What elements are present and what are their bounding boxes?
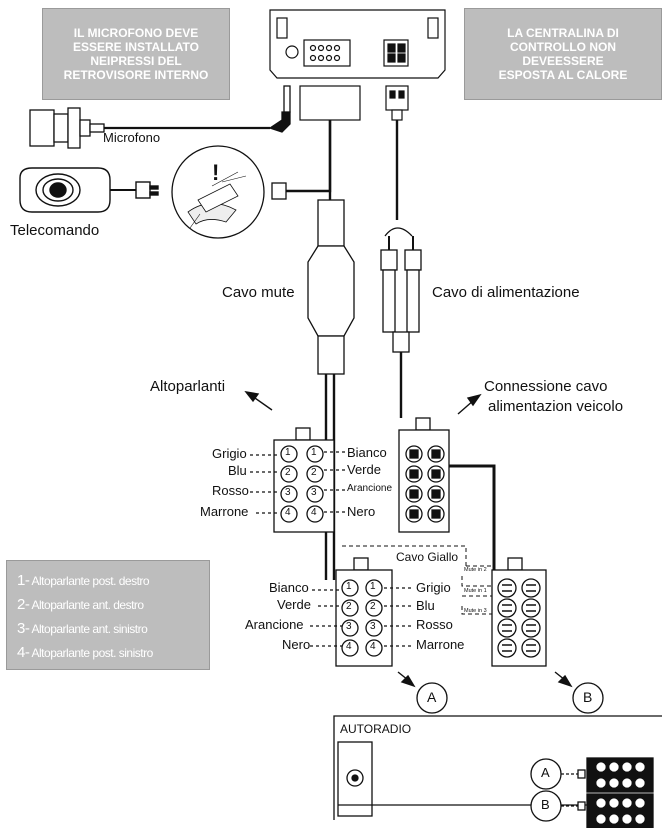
mute-cable xyxy=(307,120,355,580)
speaker-pin-4a: 4 xyxy=(285,507,291,518)
radio-left-1: Bianco xyxy=(269,580,309,595)
legend-item: 2- Altoparlante ant. destro xyxy=(17,596,144,613)
radio-pin-3b: 3 xyxy=(370,621,376,632)
autoradio-label: AUTORADIO xyxy=(340,722,412,736)
radio-right-2: Blu xyxy=(416,598,435,613)
radio-pin-1a: 1 xyxy=(346,581,352,592)
legend-item: 3- Altoparlante ant. sinistro xyxy=(17,620,148,637)
speaker-right-1: Bianco xyxy=(347,445,387,460)
vehicle-connection-label-1: Connessione cavo xyxy=(484,378,608,395)
speaker-left-2: Blu xyxy=(228,463,247,478)
control-unit xyxy=(269,9,446,79)
remote-control-label: Telecomando xyxy=(10,222,100,239)
mute-in-1-label: Mute in 1 xyxy=(464,588,487,594)
speaker-left-1: Grigio xyxy=(212,446,247,461)
microphone-icon xyxy=(29,107,270,149)
radio-left-2: Verde xyxy=(277,597,311,612)
speaker-pin-2a: 2 xyxy=(285,467,291,478)
speaker-left-4: Marrone xyxy=(200,504,249,519)
warning-mark: ! xyxy=(212,160,220,185)
radio-right-3: Rosso xyxy=(416,617,453,632)
radio-pin-4b: 4 xyxy=(370,641,376,652)
circle-a-label: A xyxy=(427,689,437,705)
radio-pin-3a: 3 xyxy=(346,621,352,632)
speakers-label: Altoparlanti xyxy=(150,378,226,395)
speaker-pin-3a: 3 xyxy=(285,487,291,498)
mute-cable-label: Cavo mute xyxy=(222,284,295,301)
remote-control-icon xyxy=(19,167,159,213)
microphone-note-text: IL MICROFONO DEVE ESSERE INSTALLATO NEIP… xyxy=(63,26,209,82)
speaker-right-2: Verde xyxy=(347,462,381,477)
radio-pin-2b: 2 xyxy=(370,601,376,612)
autoradio-unit xyxy=(333,715,662,828)
control-unit-note: LA CENTRALINA DI CONTROLLO NON DEVEESSER… xyxy=(464,8,662,100)
power-cable xyxy=(380,120,496,570)
speaker-left-3: Rosso xyxy=(212,483,249,498)
legend-item: 1- Altoparlante post. destro xyxy=(17,572,150,589)
mute-connector xyxy=(491,557,547,667)
autoradio-b-label: B xyxy=(541,797,550,812)
radio-left-3: Arancione xyxy=(245,617,304,632)
power-cable-label: Cavo di alimentazione xyxy=(432,284,580,301)
speaker-legend: 1- Altoparlante post. destro 2- Altoparl… xyxy=(6,560,210,670)
microphone-note: IL MICROFONO DEVE ESSERE INSTALLATO NEIP… xyxy=(42,8,230,100)
radio-pin-2a: 2 xyxy=(346,601,352,612)
microphone-label: Microfono xyxy=(103,130,161,145)
circle-b-label: B xyxy=(583,689,593,705)
vehicle-power-connector xyxy=(398,417,450,533)
mute-in-2-label: Mute in 2 xyxy=(464,567,487,573)
vehicle-connection-label-2: alimentazion veicolo xyxy=(488,398,624,415)
speaker-right-3: Arancione xyxy=(347,483,393,494)
radio-pin-1b: 1 xyxy=(370,581,376,592)
warning-detail xyxy=(171,145,265,239)
radio-pin-4a: 4 xyxy=(346,641,352,652)
mute-in-3-label: Mute in 3 xyxy=(464,608,487,614)
speaker-pin-1b: 1 xyxy=(311,447,317,458)
radio-right-1: Grigio xyxy=(416,580,451,595)
speaker-connector xyxy=(250,427,346,533)
yellow-cable-label: Cavo Giallo xyxy=(396,550,459,564)
speaker-pin-2b: 2 xyxy=(311,467,317,478)
legend-item: 4- Altoparlante post. sinistro xyxy=(17,644,153,661)
yellow-cable xyxy=(342,545,494,615)
speaker-pin-4b: 4 xyxy=(311,507,317,518)
radio-speaker-connector xyxy=(310,557,414,667)
autoradio-a-label: A xyxy=(541,765,550,780)
connector-b-marker xyxy=(572,682,604,714)
speaker-right-4: Nero xyxy=(347,504,376,519)
radio-right-4: Marrone xyxy=(416,637,465,652)
speaker-pin-1a: 1 xyxy=(285,447,291,458)
speaker-pin-3b: 3 xyxy=(311,487,317,498)
radio-left-4: Nero xyxy=(282,637,311,652)
connector-a-marker xyxy=(416,682,448,714)
control-unit-note-text: LA CENTRALINA DI CONTROLLO NON DEVEESSER… xyxy=(498,26,628,82)
